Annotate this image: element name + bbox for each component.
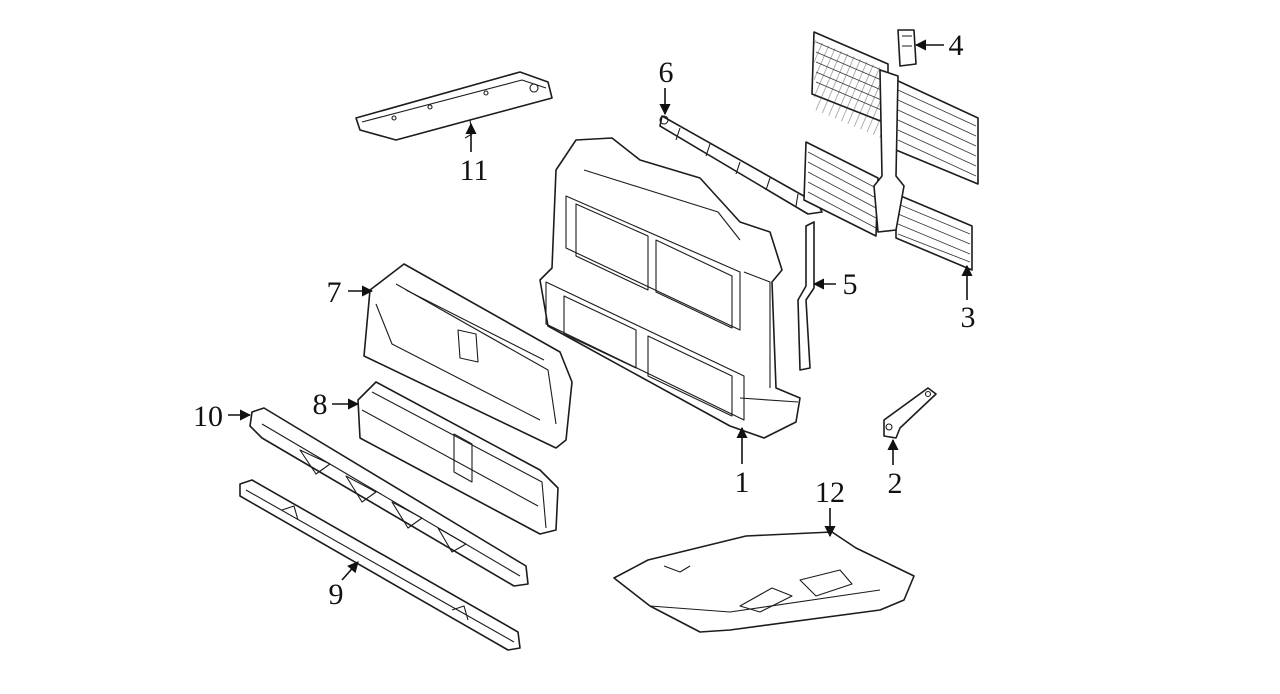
callout-6: 6 — [659, 56, 674, 89]
callouts: 1 2 3 4 5 6 7 8 9 10 11 12 — [193, 29, 976, 611]
callout-12: 12 — [815, 476, 845, 509]
callout-9: 9 — [329, 578, 344, 611]
callout-1: 1 — [735, 466, 750, 499]
leaders — [228, 39, 973, 581]
lower-bar-part — [239, 479, 521, 651]
callout-4: 4 — [949, 29, 964, 62]
callout-8: 8 — [313, 388, 328, 421]
bumper-absorber-part — [249, 407, 529, 587]
callout-5: 5 — [843, 268, 858, 301]
splash-shield-part — [613, 531, 915, 633]
upper-tie-bar-part — [355, 71, 553, 141]
callout-10: 10 — [193, 400, 223, 433]
side-seal-part — [797, 221, 815, 371]
grille-shutter-part — [803, 31, 979, 271]
callout-2: 2 — [888, 467, 903, 500]
lower-deflector-part — [357, 381, 559, 535]
radiator-support-part — [539, 137, 801, 439]
callout-7: 7 — [327, 276, 342, 309]
leader-9 — [341, 561, 359, 581]
callout-11: 11 — [460, 154, 489, 187]
bracket-part — [883, 387, 937, 439]
sensor-part — [897, 29, 917, 67]
upper-seal-part — [659, 115, 823, 215]
upper-deflector-part — [363, 263, 573, 449]
callout-3: 3 — [961, 301, 976, 334]
